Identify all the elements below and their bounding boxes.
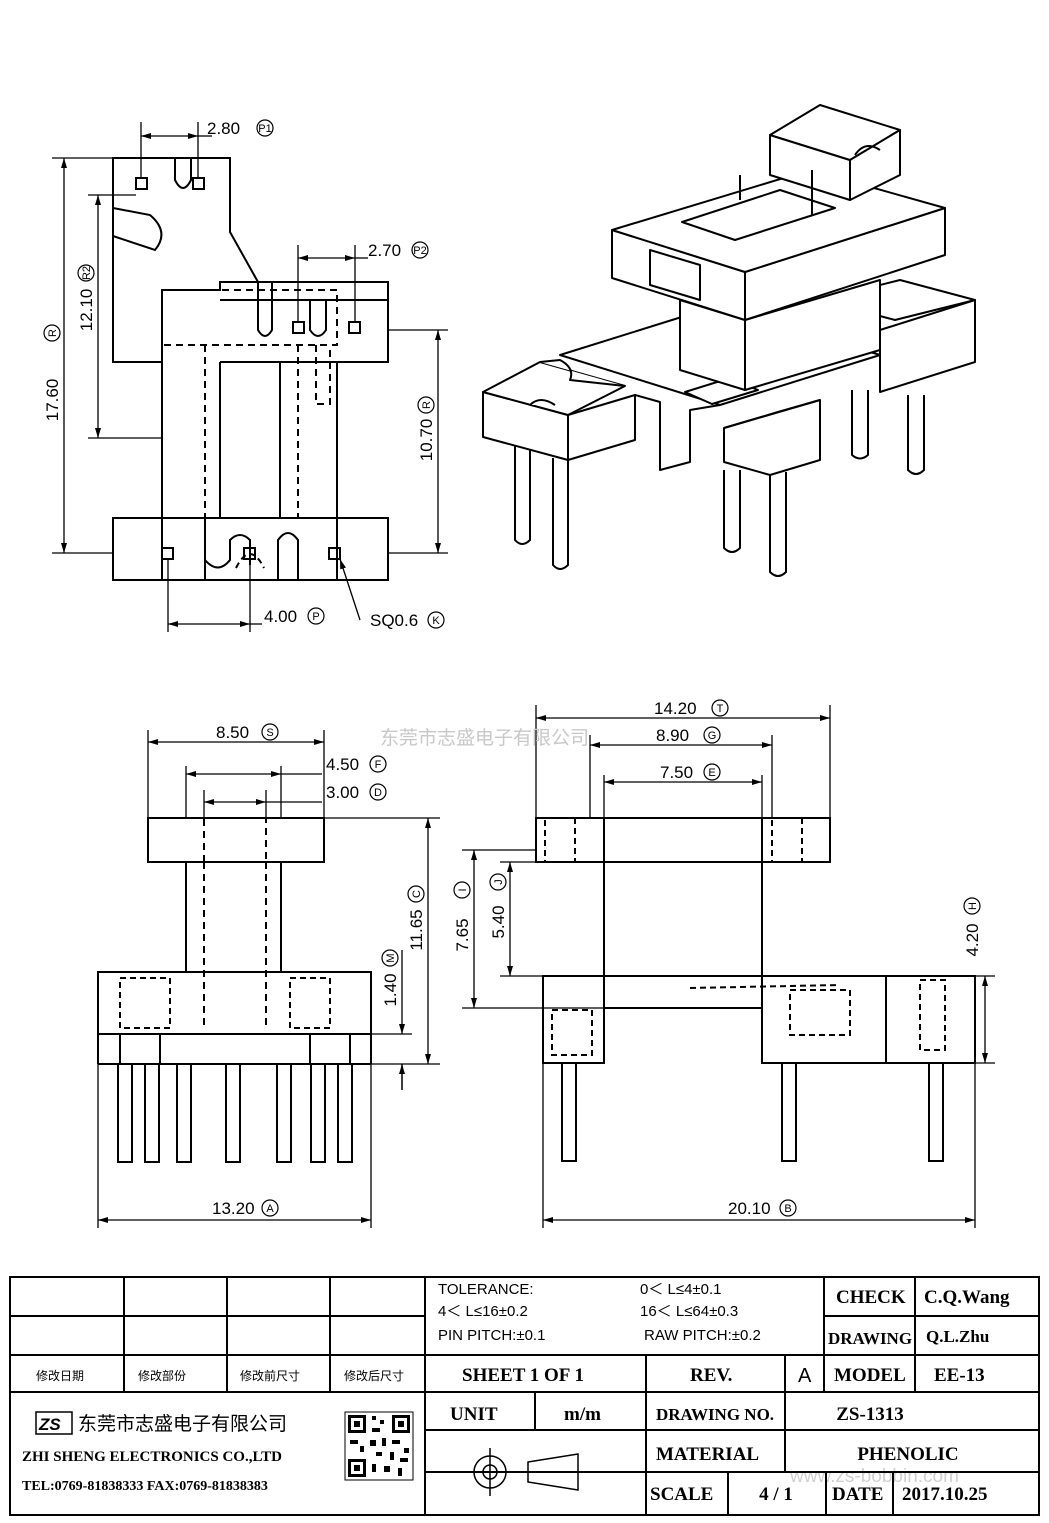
dim-10-70: 10.70 xyxy=(417,419,436,462)
qr-code xyxy=(344,1411,414,1481)
date-label: DATE xyxy=(832,1484,883,1505)
front-view-dimensions xyxy=(97,730,440,1228)
dim-20-10-ref: B xyxy=(784,1203,791,1215)
model-value: EE-13 xyxy=(934,1365,985,1386)
rev-col-after: 修改后尺寸 xyxy=(344,1368,404,1383)
dim-7-65-ref: I xyxy=(457,888,469,891)
tolerance-2: 4＜ L≤16±0.2 xyxy=(438,1303,528,1320)
top-view-dimensions xyxy=(52,122,448,632)
dim-7-50: 7.50 xyxy=(660,763,693,782)
dim-14-20: 14.20 xyxy=(654,699,697,718)
logo-text: ZS xyxy=(38,1415,61,1434)
drawing-no-label: DRAWING NO. xyxy=(656,1405,774,1424)
front-view xyxy=(97,817,372,1163)
isometric-view xyxy=(482,104,976,577)
dim-20-10: 20.10 xyxy=(728,1199,771,1218)
tolerance-label: TOLERANCE: xyxy=(438,1281,534,1298)
dim-8-50-ref: S xyxy=(266,727,273,739)
unit-label: UNIT xyxy=(450,1404,498,1425)
dim-7-65: 7.65 xyxy=(453,918,472,951)
dim-5-40-ref: J xyxy=(493,879,505,885)
dim-1-40: 1.40 xyxy=(381,973,400,1006)
dim-2-70: 2.70 xyxy=(368,241,401,260)
drawing-no-value: ZS-1313 xyxy=(836,1404,904,1425)
dim-13-20-ref: A xyxy=(266,1203,274,1215)
drawing-value: Q.L.Zhu xyxy=(926,1327,989,1346)
dim-12-10-ref: R2 xyxy=(81,266,93,280)
dim-10-70-ref: R xyxy=(421,401,433,409)
sheet-info: SHEET 1 OF 1 xyxy=(462,1365,584,1386)
projection-symbol-icon xyxy=(466,1448,590,1496)
rev-col-date: 修改日期 xyxy=(36,1368,84,1383)
dim-13-20: 13.20 xyxy=(212,1199,255,1218)
watermark-top: 东莞市志盛电子有限公司 xyxy=(380,727,589,749)
title-block xyxy=(9,1276,1040,1516)
material-label: MATERIAL xyxy=(656,1444,759,1465)
date-value: 2017.10.25 xyxy=(902,1484,988,1505)
dim-8-50: 8.50 xyxy=(216,723,249,742)
dim-7-50-ref: E xyxy=(708,767,715,779)
company-logo: ZS xyxy=(35,1411,73,1435)
dim-4-00-ref: P xyxy=(312,611,319,623)
side-view-dimensions xyxy=(462,705,995,1228)
material-value: PHENOLIC xyxy=(857,1444,958,1465)
scale-value: 4 / 1 xyxy=(759,1484,793,1505)
rev-col-before: 修改前尺寸 xyxy=(240,1368,300,1383)
dim-sq-0-6: SQ0.6 xyxy=(370,611,418,630)
dim-11-65: 11.65 xyxy=(407,909,426,950)
model-label: MODEL xyxy=(834,1365,906,1386)
dim-5-40: 5.40 xyxy=(489,905,508,938)
dim-8-90: 8.90 xyxy=(656,726,689,745)
company-name-en: ZHI SHENG ELECTRONICS CO.,LTD xyxy=(22,1449,282,1465)
dim-sq-ref: K xyxy=(432,615,440,627)
dim-17-60-ref: R xyxy=(47,329,59,337)
dim-4-50-ref: F xyxy=(375,759,382,771)
dim-2-70-ref: P2 xyxy=(413,245,426,257)
dim-4-00: 4.00 xyxy=(264,607,297,626)
title-block-text: TOLERANCE: 0＜ L≤4±0.1 4＜ L≤16±0.2 16＜ L≤… xyxy=(22,1281,1010,1505)
check-label: CHECK xyxy=(836,1287,906,1308)
dim-4-20: 4.20 xyxy=(963,923,982,956)
rev-value: A xyxy=(798,1365,812,1387)
dim-3-00-ref: D xyxy=(374,787,382,799)
dim-labels: 2.80 P1 2.70 P2 17.60 R 12.10 R2 10.70 R… xyxy=(43,119,982,1218)
dim-11-65-ref: C xyxy=(411,890,423,898)
company-name-cn: 东莞市志盛电子有限公司 xyxy=(78,1413,287,1435)
dim-4-50: 4.50 xyxy=(326,755,359,774)
drawing-label: DRAWING xyxy=(828,1329,912,1348)
raw-pitch: RAW PITCH:±0.2 xyxy=(644,1327,761,1344)
rev-col-part: 修改部份 xyxy=(138,1368,186,1383)
check-value: C.Q.Wang xyxy=(924,1287,1010,1308)
dim-2-80-ref: P1 xyxy=(258,123,271,135)
dim-14-20-ref: T xyxy=(717,703,724,715)
rev-label: REV. xyxy=(690,1365,732,1386)
tolerance-1: 0＜ L≤4±0.1 xyxy=(640,1281,722,1298)
dim-12-10: 12.10 xyxy=(77,289,96,332)
dim-1-40-ref: M xyxy=(385,953,397,962)
side-view xyxy=(535,817,976,1162)
dim-3-00: 3.00 xyxy=(326,783,359,802)
dim-2-80: 2.80 xyxy=(207,119,240,138)
pin-pitch: PIN PITCH:±0.1 xyxy=(438,1327,545,1344)
dim-4-20-ref: H xyxy=(967,902,979,910)
tolerance-3: 16＜ L≤64±0.3 xyxy=(640,1303,738,1320)
dim-8-90-ref: G xyxy=(708,730,717,742)
scale-label: SCALE xyxy=(650,1484,713,1505)
top-view xyxy=(112,157,389,581)
dim-17-60: 17.60 xyxy=(43,379,62,422)
company-contact: TEL:0769-81838333 FAX:0769-81838383 xyxy=(22,1479,268,1494)
unit-value: m/m xyxy=(564,1404,601,1425)
